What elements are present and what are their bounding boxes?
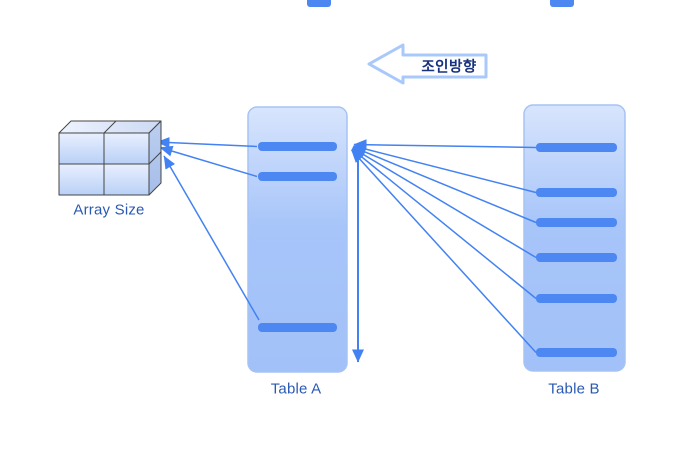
array-size-label: Array Size (73, 201, 145, 219)
cube-cell (58, 132, 105, 165)
table-b-row (536, 188, 617, 197)
table-a-rows (258, 142, 337, 332)
table-a-row (258, 172, 337, 181)
join-arrow-b-to-a (353, 139, 537, 151)
arrow-a-to-array (163, 155, 260, 321)
table-b-row (536, 348, 617, 357)
join-arrow-b-to-a (350, 149, 537, 354)
table-a-row (258, 323, 337, 332)
join-arrow-b-to-a (352, 147, 537, 259)
table-b-rows (536, 143, 617, 357)
table-b-row (536, 218, 617, 227)
arrow-a-to-array (159, 145, 258, 178)
table-a-label: Table A (270, 380, 322, 398)
cube-cell (103, 163, 150, 196)
clipped-top-bars (307, 0, 574, 7)
clipped-top-bar (550, 0, 574, 7)
table-b-row (536, 294, 617, 303)
table-b-label: Table B (548, 380, 600, 398)
join-direction-arrow (367, 43, 488, 85)
table-b-row (536, 253, 617, 262)
table-a-row (258, 142, 337, 151)
join-arrow-b-to-a (351, 148, 537, 300)
join-direction-label: 조인방향 (421, 59, 477, 76)
arrow-a-to-array (156, 137, 258, 149)
cube-top-divider (103, 120, 117, 134)
cube-cell (58, 163, 105, 196)
cube-right-divider (148, 151, 162, 165)
join-arrow-b-to-a (353, 143, 537, 194)
cube-cell (103, 132, 150, 165)
array-size-cube (58, 120, 162, 196)
join-arrows-b-to-a (350, 139, 537, 354)
join-arrow-b-to-a (352, 146, 537, 224)
table-b-panel (523, 104, 626, 372)
clipped-top-bar (307, 0, 331, 7)
table-b-row (536, 143, 617, 152)
arrows-a-to-array (156, 137, 260, 321)
